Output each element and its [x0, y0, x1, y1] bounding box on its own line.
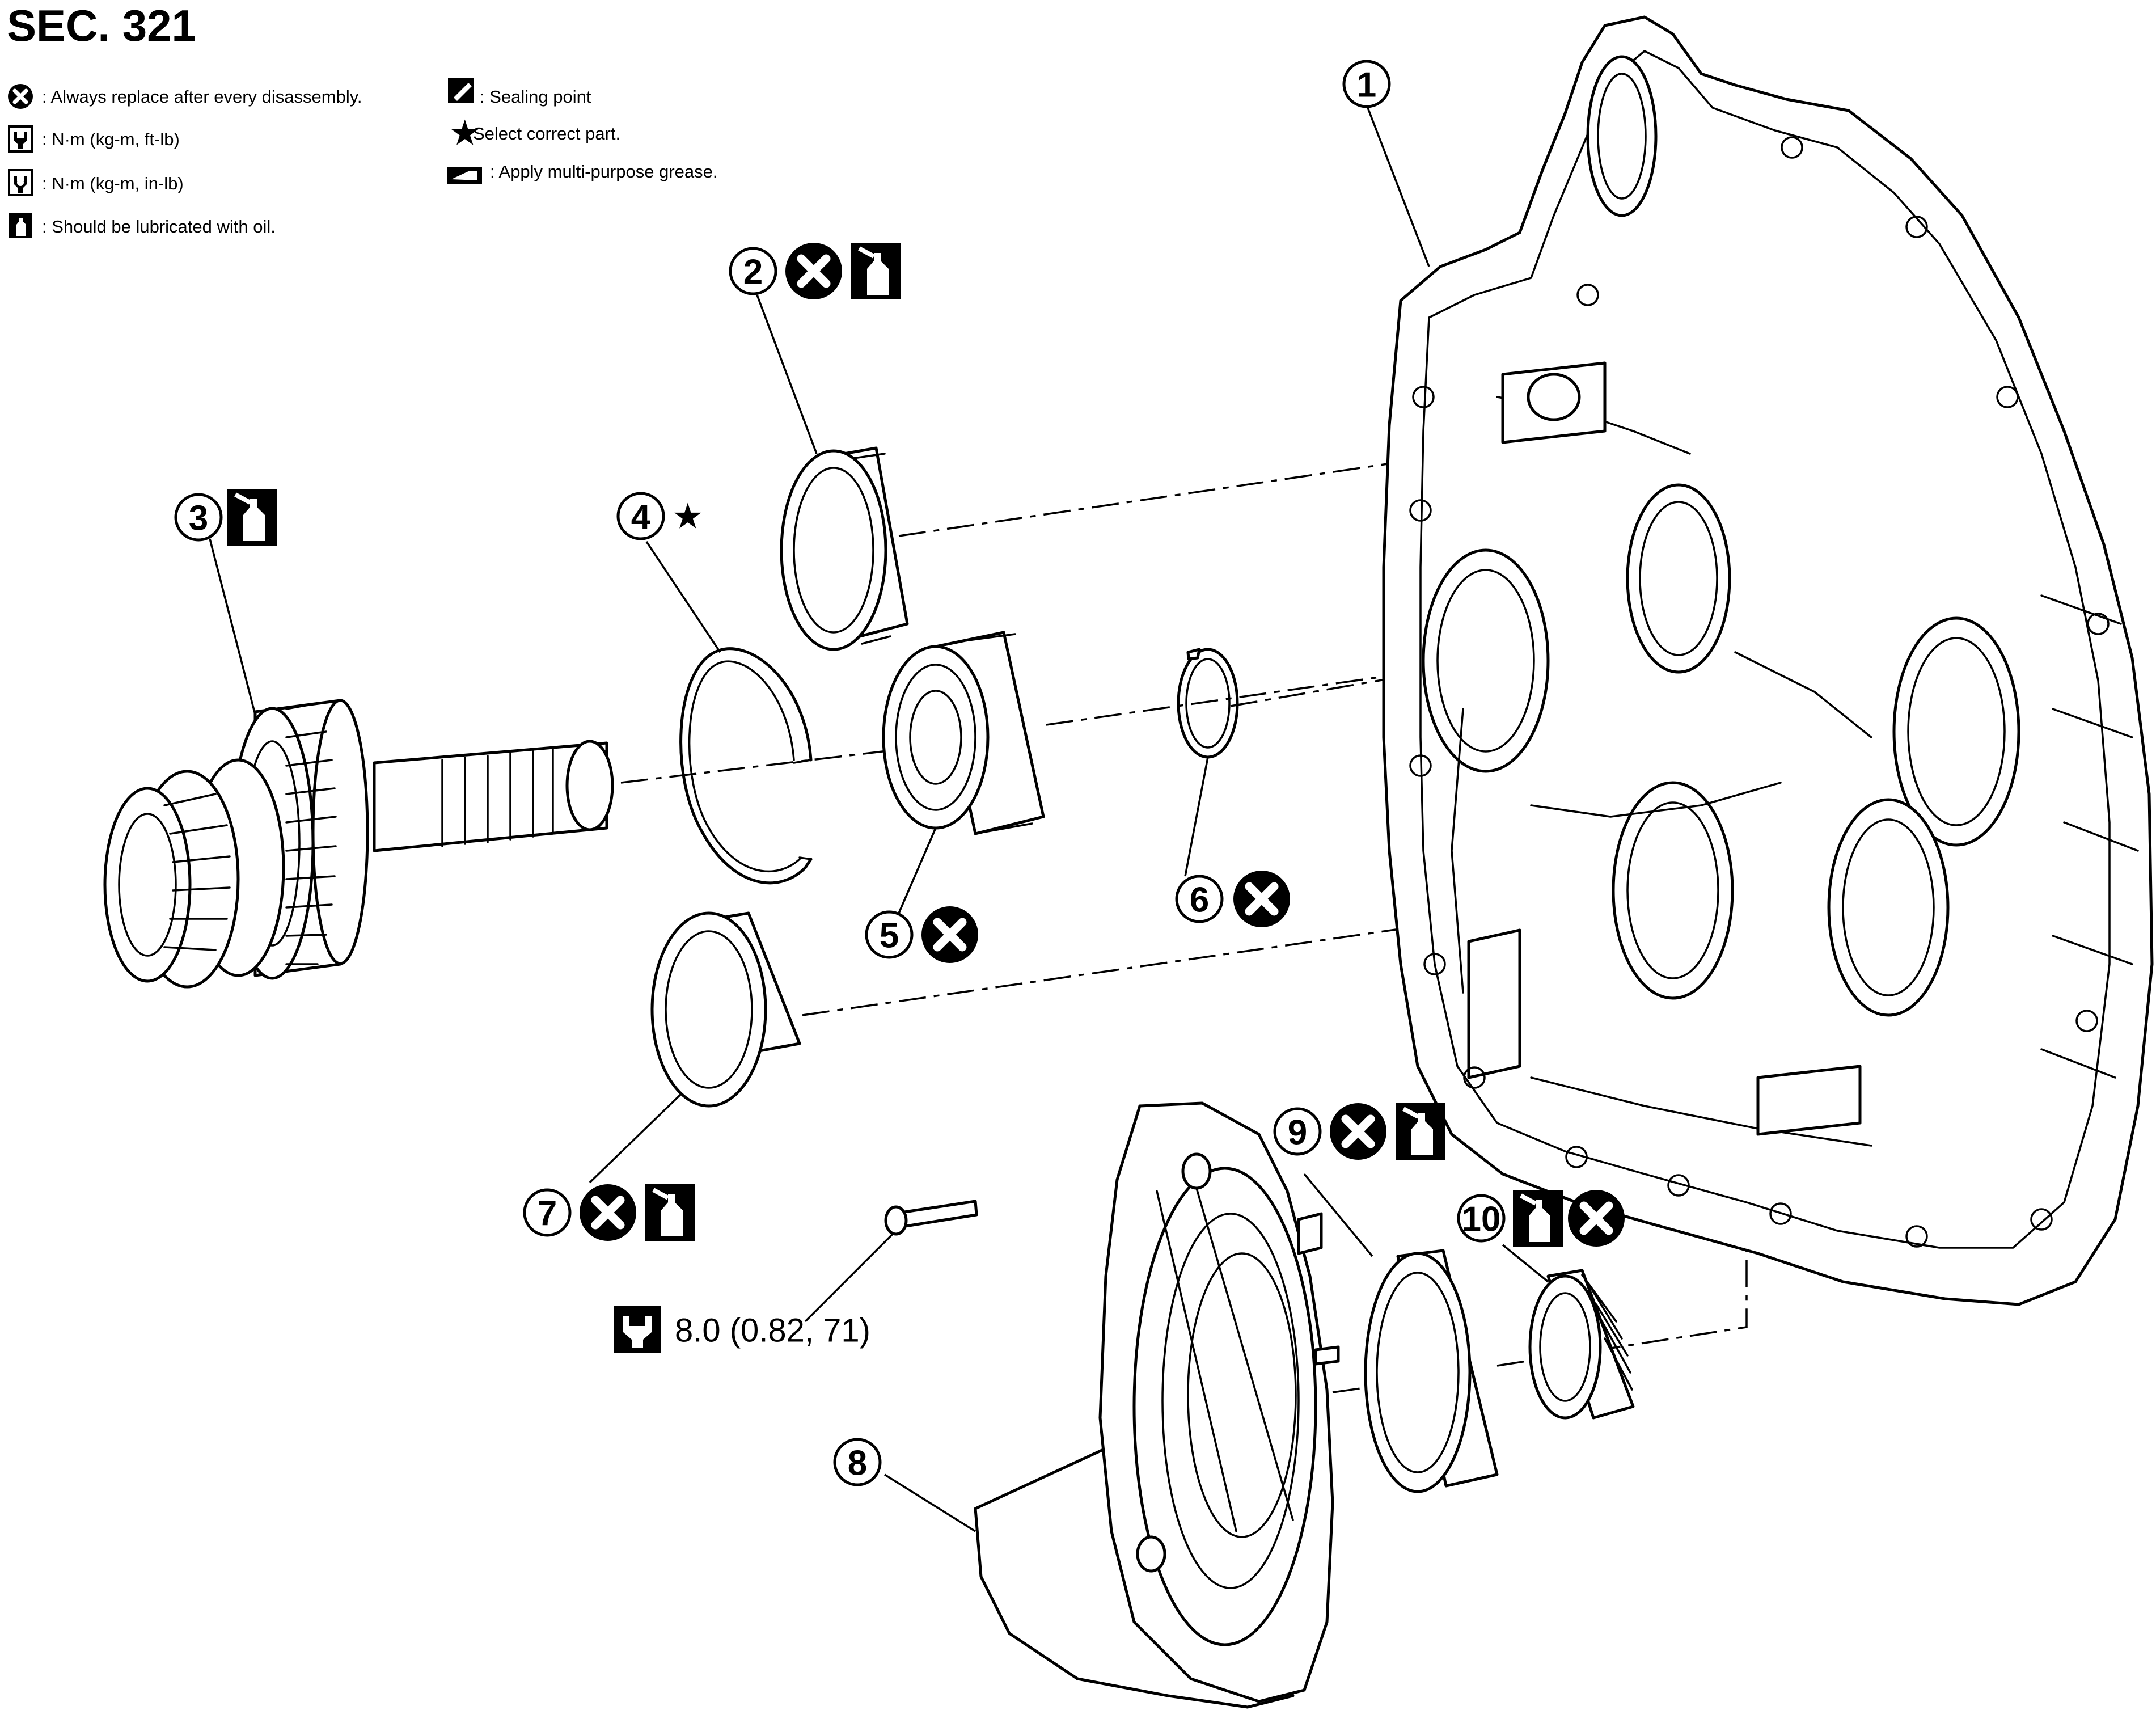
callout-8: 8	[833, 1438, 882, 1486]
replace-x-icon	[785, 243, 842, 299]
oil-can-icon	[9, 213, 32, 238]
section-title: SEC. 321	[7, 1, 196, 50]
bearing-race-7	[650, 911, 801, 1108]
svg-text:4: 4	[631, 498, 651, 537]
torque-spec: 8.0 (0.82, 71)	[614, 1306, 870, 1353]
legend-torque-inlb: : N·m (kg-m, in-lb)	[42, 174, 184, 193]
bolt	[804, 1200, 978, 1323]
legend-replace: : Always replace after every disassembly…	[42, 87, 362, 107]
snap-ring-6	[1177, 648, 1239, 759]
bearing-race-2	[780, 446, 909, 651]
torque-value: 8.0 (0.82, 71)	[675, 1312, 870, 1349]
svg-text:2: 2	[743, 253, 763, 292]
wrench-icon	[614, 1306, 661, 1353]
callout-6: 6	[1175, 871, 1290, 927]
replace-x-icon	[1233, 871, 1290, 927]
svg-text:9: 9	[1288, 1113, 1307, 1152]
callout-3: 3	[174, 489, 277, 546]
bearing-5	[882, 631, 1045, 835]
replace-x-icon	[1330, 1103, 1386, 1160]
callout-9: 9	[1273, 1103, 1445, 1160]
svg-text:8: 8	[848, 1444, 867, 1483]
svg-text:6: 6	[1190, 881, 1209, 920]
replace-x-icon	[921, 906, 978, 963]
replace-x-icon	[1568, 1190, 1625, 1247]
callout-5: 5	[865, 906, 978, 963]
callout-1: 1	[1342, 60, 1391, 108]
bearing-10	[1528, 1269, 1635, 1420]
main-shaft-gear	[103, 699, 614, 989]
transfer-case-housing	[1382, 15, 2154, 1306]
svg-text:1: 1	[1357, 66, 1376, 105]
svg-text:5: 5	[880, 917, 899, 956]
star-icon: ★	[449, 112, 481, 154]
svg-text:7: 7	[538, 1194, 557, 1234]
legend-sealing: : Sealing point	[480, 87, 591, 107]
star-icon: ★	[672, 496, 704, 537]
wrench-icon	[8, 125, 33, 153]
replace-x-icon	[8, 84, 33, 109]
svg-text:3: 3	[189, 499, 208, 538]
leader-lines	[209, 104, 1549, 1532]
callout-10: 10	[1457, 1190, 1625, 1247]
svg-text:10: 10	[1462, 1200, 1501, 1239]
legend-lubricate: : Should be lubricated with oil.	[42, 217, 276, 237]
oil-can-icon	[1396, 1103, 1445, 1160]
wrench-in-lb-icon	[8, 169, 33, 196]
callout-7: 7	[523, 1184, 695, 1241]
oil-can-icon	[227, 489, 277, 546]
bearing-race-9	[1364, 1249, 1499, 1493]
legend-grease: : Apply multi-purpose grease.	[490, 162, 718, 181]
sealant-icon	[448, 78, 474, 103]
replace-x-icon	[580, 1184, 636, 1241]
oil-can-icon	[851, 243, 901, 299]
legend: : Always replace after every disassembly…	[8, 78, 718, 238]
end-cover-8	[974, 1101, 1340, 1709]
legend-select: Select correct part.	[473, 124, 620, 143]
callout-2: 2	[729, 243, 901, 299]
snap-ring-4	[679, 647, 813, 885]
grease-icon	[447, 167, 482, 184]
oil-can-icon	[645, 1184, 695, 1241]
oil-can-icon	[1513, 1190, 1563, 1247]
callout-4: 4 ★	[616, 492, 704, 540]
legend-torque-ftlb: : N·m (kg-m, ft-lb)	[42, 129, 180, 149]
